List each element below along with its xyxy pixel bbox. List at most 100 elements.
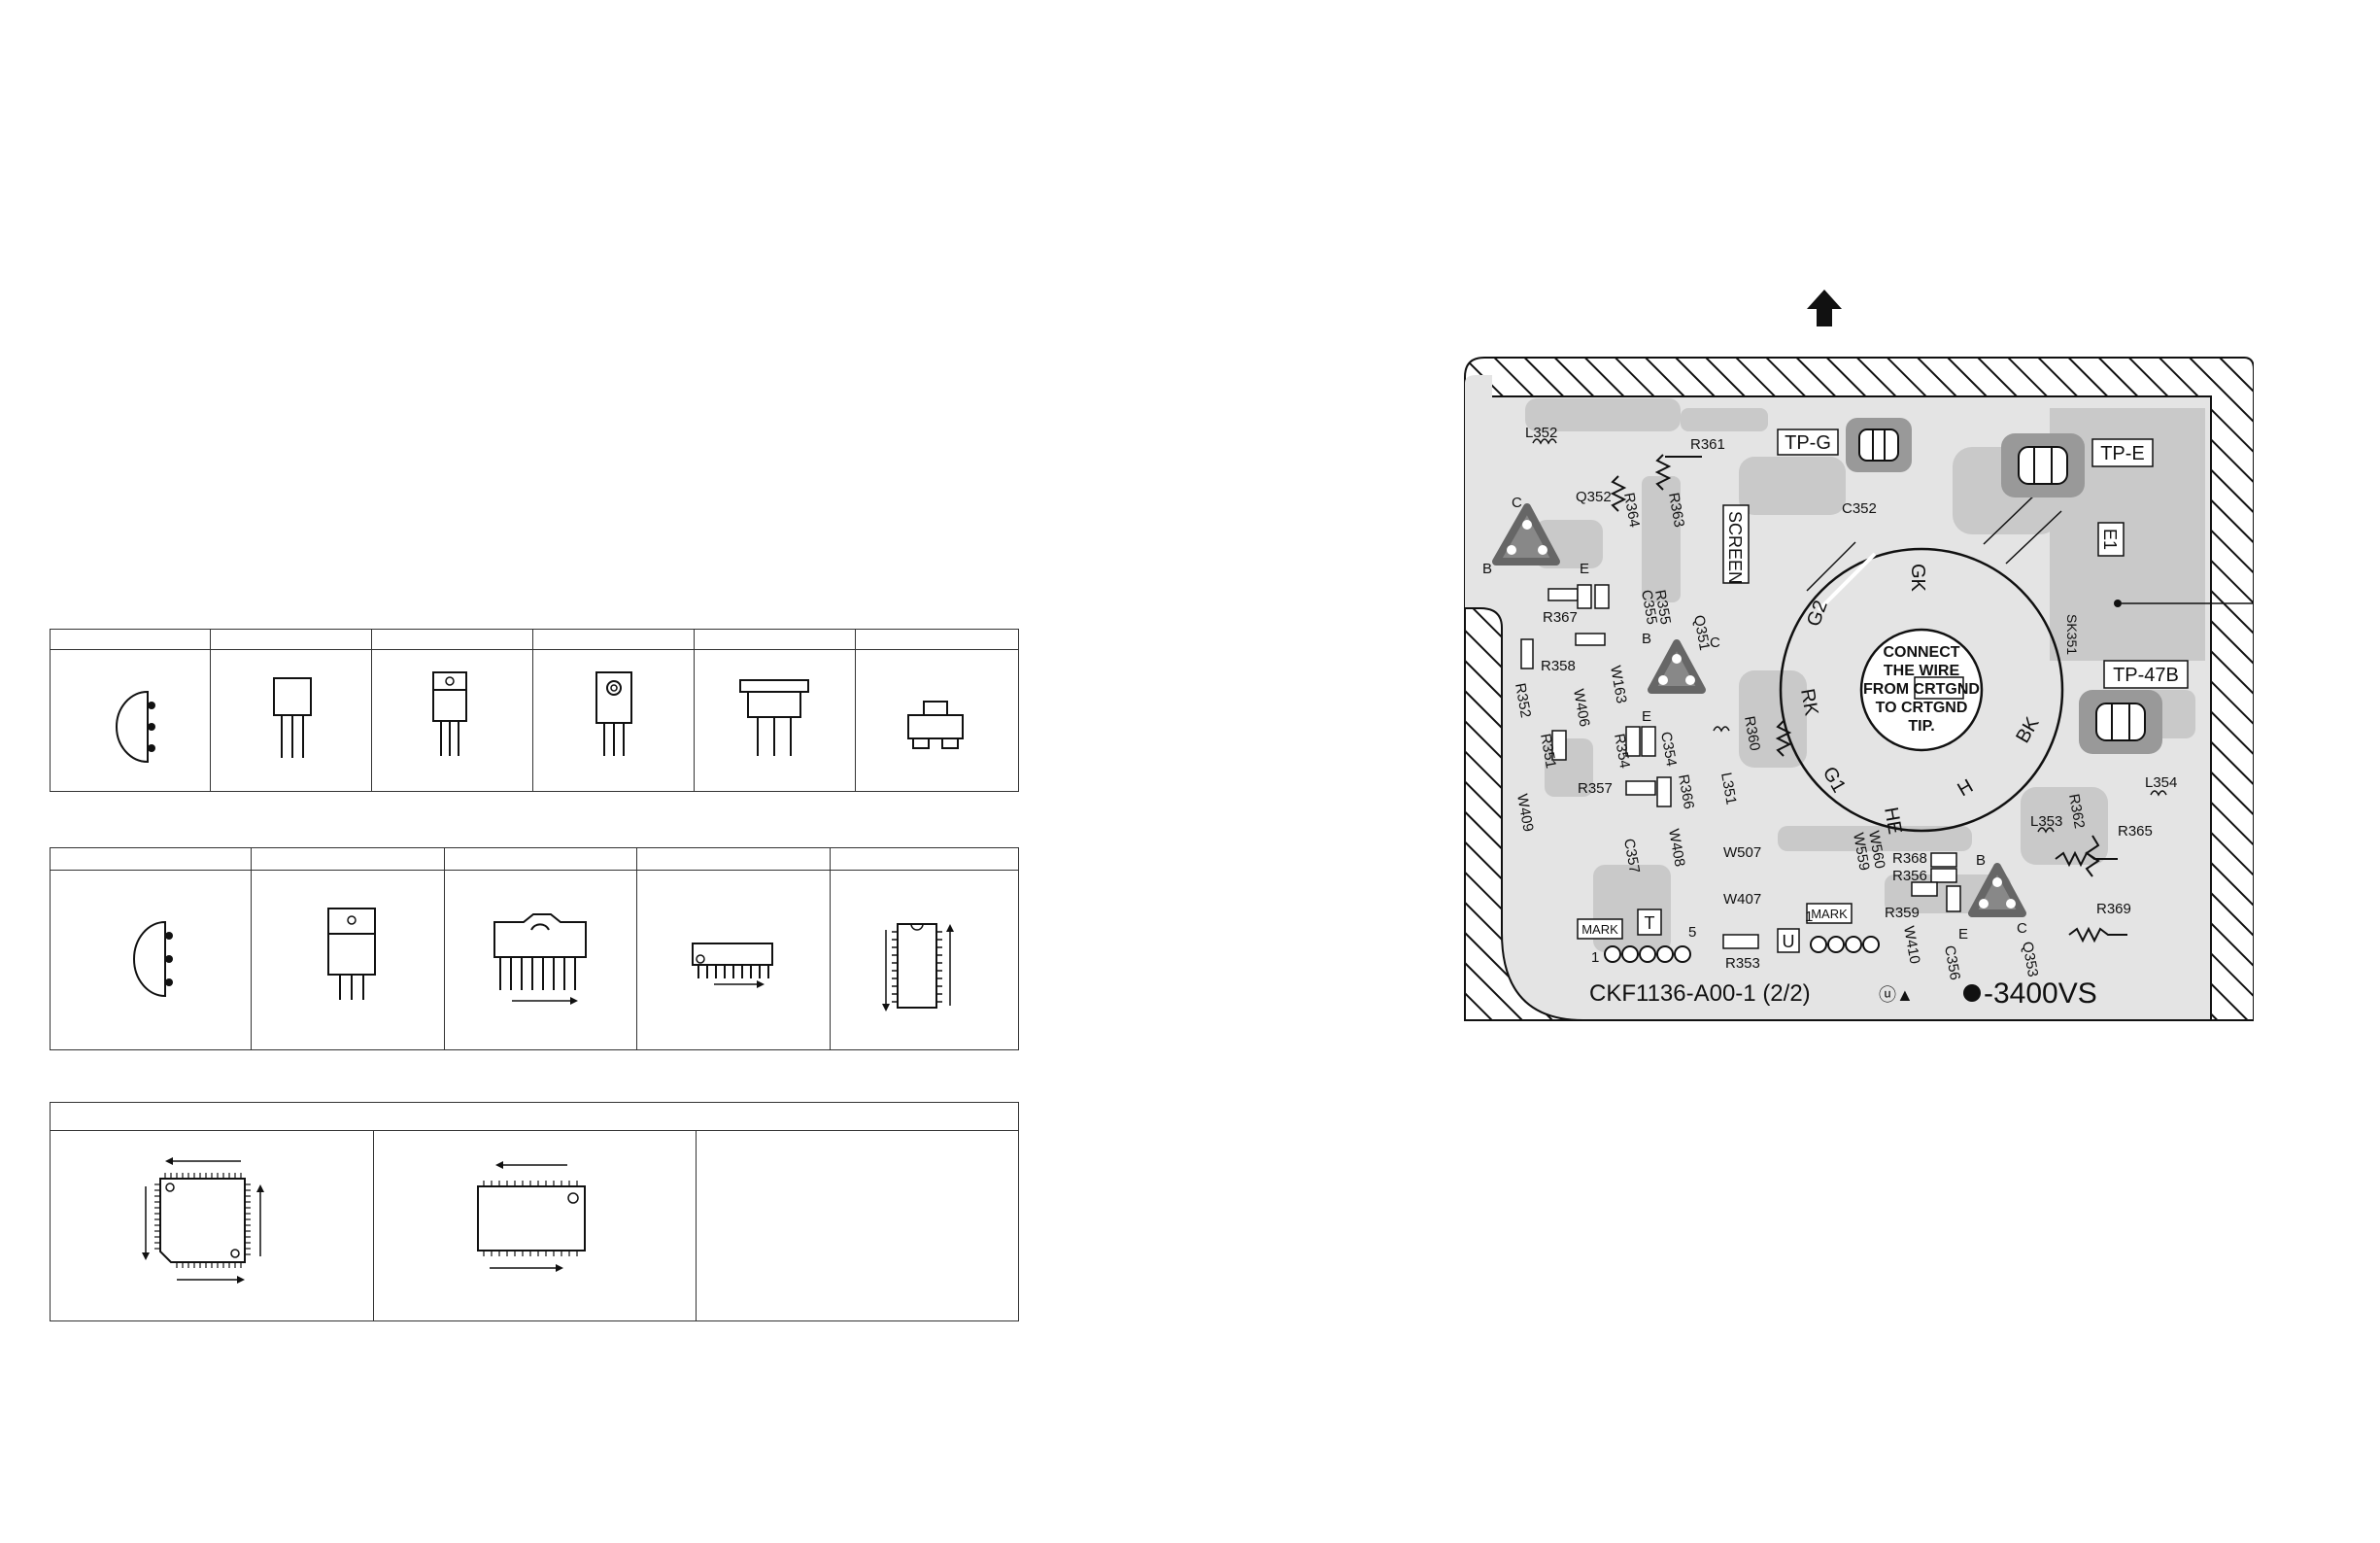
board-suffix: -3400VS [1984,977,2097,1010]
ref-w409: W409 [1513,793,1537,834]
center-note-line2: THE WIRE [1884,663,1960,679]
ref-r355: R355 [1651,589,1674,626]
board-outline [1464,357,2255,1021]
socket-label-rk: RK [1796,687,1822,718]
inductor-symbols [1532,438,2167,834]
ref-r358: R358 [1541,658,1576,674]
ref-w560: W560 [1865,830,1888,871]
ref-w507: W507 [1723,844,1761,861]
ref-l352: L352 [1525,425,1557,441]
pin-b-q353: B [1976,852,1986,869]
ref-c355: C355 [1638,589,1660,626]
label-u: U [1783,932,1795,951]
ref-r367: R367 [1543,609,1578,626]
pin-1-u: 1 [1805,909,1813,925]
ref-r361: R361 [1690,436,1725,453]
dip-ic-package-icon [830,872,1018,1049]
connector-u [1810,936,1880,953]
ref-r368: R368 [1892,850,1927,867]
ref-c352: C352 [1842,500,1877,517]
center-note-line1: CONNECT [1883,644,1959,661]
sip-power-ic-package-icon [444,872,636,1049]
pin-e-q353: E [1958,926,1968,943]
ref-r356: R356 [1892,868,1927,884]
label-tp-47b: TP-47B [2113,665,2179,686]
component-table-flatpacks [50,1102,1019,1321]
component-bodies [1520,584,1961,949]
up-arrow-icon [1807,290,1842,326]
ref-r365: R365 [2118,823,2153,840]
ref-c356: C356 [1941,944,1963,981]
ref-l354: L354 [2145,774,2177,791]
label-tp-e: TP-E [2100,443,2145,464]
tp-47b-pad [2079,690,2162,754]
ref-r363: R363 [1665,492,1687,529]
ref-q353: Q353 [2019,941,2041,978]
ref-w559: W559 [1850,832,1873,873]
ref-r352: R352 [1512,682,1534,719]
ref-r354: R354 [1611,733,1633,770]
ref-w163: W163 [1607,665,1630,705]
component-table-ics [50,847,1019,1050]
socket-label-gk: GK [1907,564,1928,593]
to126-package-icon [210,651,371,791]
transistor-q353 [1968,863,2026,917]
label-mark-2: MARK [1811,907,1848,921]
ref-r353: R353 [1725,955,1760,972]
board-code: CKF1136-A00-1 (2/2) [1589,980,1811,1007]
transistor-q352 [1492,503,1560,566]
transistor-q351 [1648,639,1706,694]
ref-c354: C354 [1657,731,1680,768]
ground-mark-icon [1963,984,1981,1002]
ref-r366: R366 [1675,773,1697,810]
label-tp-g: TP-G [1785,432,1831,454]
ref-c357: C357 [1620,838,1643,874]
pin-c-q353: C [2017,920,2027,937]
crt-board-diagram: CONNECT THE WIRE FROM CRTGND TO CRTGND T… [1447,282,2331,1030]
ref-l353: L353 [2030,813,2062,830]
to220-regulator-package-icon [251,872,444,1049]
ref-w407: W407 [1723,891,1761,908]
ref-r359: R359 [1885,905,1920,921]
ref-r357: R357 [1578,780,1613,797]
pin-b-q351: B [1642,631,1651,647]
center-note-line4: TO CRTGND [1876,700,1968,716]
to92-ic-package-icon [51,872,251,1049]
socket-label-he: HE [1880,806,1905,836]
tp-g-pad [1846,418,1912,472]
to92-package-icon [51,651,210,791]
pin-c-q351: C [1710,634,1720,651]
ref-q351: Q351 [1690,614,1713,652]
ref-r369: R369 [2096,901,2131,917]
component-table-transistors [50,629,1019,792]
qfp-package-icon [51,1132,373,1320]
connector-t [1604,945,1691,963]
resistor-symbols [1610,454,2127,943]
crt-socket [1779,493,2064,833]
power-module-package-icon [694,651,855,791]
ref-r351: R351 [1537,733,1559,770]
sip-ic-package-icon [636,872,830,1049]
label-mark-1: MARK [1581,922,1618,937]
sot89-package-icon [855,651,1016,791]
to3p-package-icon [532,651,694,791]
to220-package-icon [371,651,532,791]
pin-c-q352: C [1512,495,1522,511]
pin-1-t: 1 [1591,949,1599,966]
pin-e-q352: E [1580,561,1589,577]
socket-label-sk351: SK351 [2064,614,2080,655]
ref-w406: W406 [1570,688,1593,729]
ref-w408: W408 [1665,828,1688,869]
tp-e-pad [2001,433,2085,497]
ul-mark-icon: ⓤ▲ [1879,985,1914,1005]
center-note-line3: FROM CRTGND [1863,681,1980,698]
label-screen: SCREEN [1725,511,1745,584]
sop-package-icon [373,1132,696,1320]
ref-q352: Q352 [1576,489,1612,505]
label-e1: E1 [2100,529,2120,550]
ref-w410: W410 [1900,925,1923,966]
label-t: T [1645,913,1655,933]
ref-r364: R364 [1620,492,1643,529]
pin-e-q351: E [1642,708,1651,725]
ref-r362: R362 [2065,793,2088,830]
